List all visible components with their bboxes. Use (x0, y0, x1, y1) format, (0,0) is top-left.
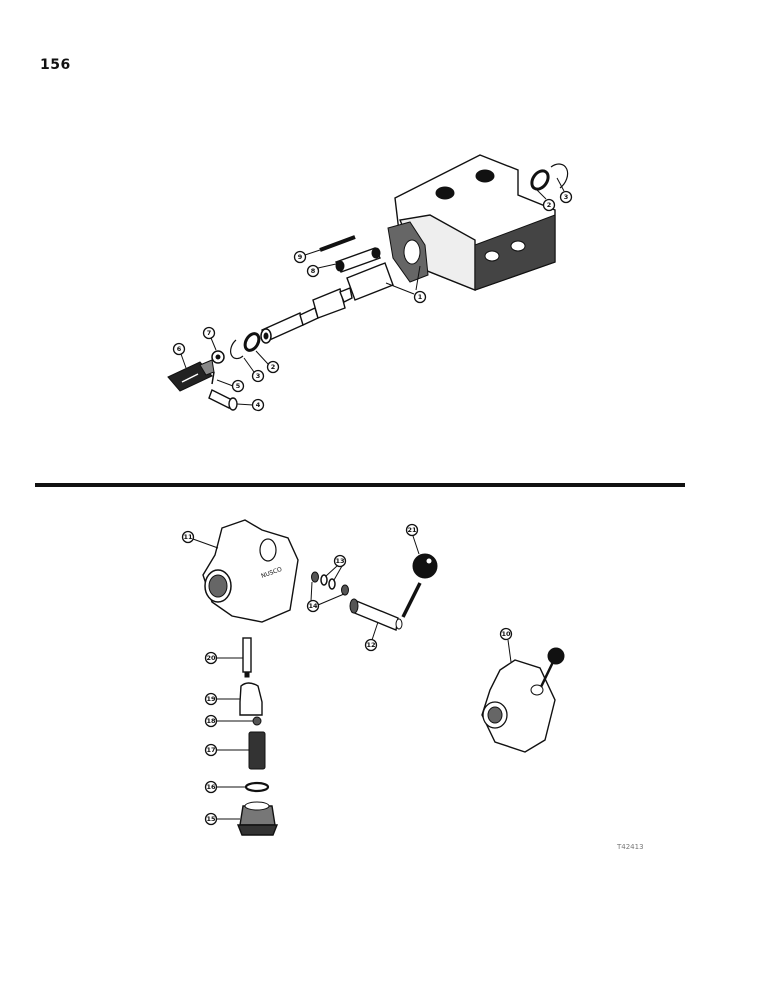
svg-text:15: 15 (206, 815, 216, 823)
svg-text:13: 13 (335, 557, 344, 565)
svg-text:19: 19 (206, 695, 216, 703)
svg-text:7: 7 (207, 329, 212, 337)
figure-reference-code: T42413 (617, 843, 644, 851)
svg-text:14: 14 (308, 602, 318, 610)
section-divider (35, 483, 685, 487)
callout-18: 18 (204, 714, 218, 728)
o-ring-lower (243, 332, 261, 352)
callout-9: 9 (293, 250, 307, 264)
svg-text:3: 3 (256, 372, 261, 380)
svg-text:1: 1 (418, 293, 423, 301)
callout-15: 15 (204, 812, 218, 826)
star-washer (211, 350, 225, 364)
callout-17: 17 (204, 743, 218, 757)
callout-20: 20 (204, 651, 218, 665)
callout-14: 14 (306, 599, 320, 613)
upper-callouts: 1 2 3 9 8 6 7 2 3 5 4 (172, 190, 573, 412)
svg-text:12: 12 (366, 641, 375, 649)
svg-text:8: 8 (311, 267, 316, 275)
upper-leaders (180, 177, 565, 406)
clevis (167, 359, 215, 392)
callout-3-lower: 3 (251, 369, 265, 383)
callout-12: 12 (364, 638, 378, 652)
o-ring-upper (530, 169, 550, 191)
callout-21: 21 (405, 523, 419, 537)
svg-text:16: 16 (206, 783, 216, 791)
callout-11: 11 (181, 530, 195, 544)
svg-text:11: 11 (183, 533, 193, 541)
small-valve-assembly (481, 647, 565, 753)
svg-text:20: 20 (206, 654, 216, 662)
clevis-pin (208, 389, 238, 411)
spool (260, 262, 394, 344)
svg-text:21: 21 (407, 526, 417, 534)
svg-text:10: 10 (501, 630, 511, 638)
callout-6: 6 (172, 342, 186, 356)
relief-stack (236, 637, 279, 836)
pin (319, 235, 356, 252)
svg-text:4: 4 (256, 401, 261, 409)
seal-rings (311, 571, 349, 596)
callout-19: 19 (204, 692, 218, 706)
knob (412, 553, 438, 579)
callout-8: 8 (306, 264, 320, 278)
link-plate (335, 247, 381, 273)
callout-1: 1 (413, 290, 427, 304)
callout-13: 13 (333, 554, 347, 568)
callout-7: 7 (202, 326, 216, 340)
snap-ring-lower (230, 339, 244, 360)
callout-5: 5 (231, 379, 245, 393)
callout-2-lower: 2 (266, 360, 280, 374)
svg-text:2: 2 (547, 201, 552, 209)
callout-16: 16 (204, 780, 218, 794)
svg-text:3: 3 (564, 193, 569, 201)
svg-text:17: 17 (206, 746, 215, 754)
snap-ring-upper (550, 163, 569, 189)
svg-text:5: 5 (236, 382, 241, 390)
callout-2-upper: 2 (542, 198, 556, 212)
lower-callouts: 11 21 13 14 12 10 20 19 18 17 16 15 (181, 523, 513, 826)
svg-text:2: 2 (271, 363, 276, 371)
callout-4: 4 (251, 398, 265, 412)
valve-body (387, 154, 556, 292)
svg-text:6: 6 (177, 345, 182, 353)
selector-valve-housing: NUSCO (202, 519, 299, 623)
cotter-pin (211, 371, 215, 385)
callout-3-upper: 3 (559, 190, 573, 204)
callout-10: 10 (499, 627, 513, 641)
lower-leaders (192, 535, 512, 820)
svg-text:18: 18 (206, 717, 216, 725)
selector-shaft (349, 582, 422, 631)
page-number: 156 (40, 57, 71, 73)
svg-text:9: 9 (298, 253, 303, 261)
